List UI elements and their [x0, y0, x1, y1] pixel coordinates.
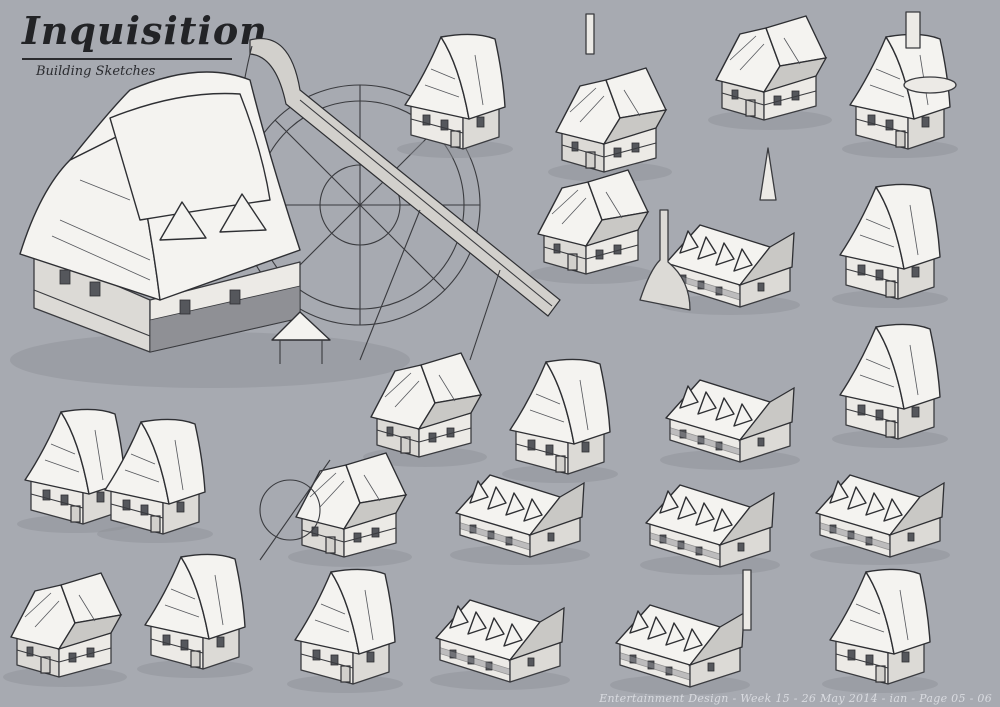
building-sketch-top-3: [707, 15, 833, 131]
building-sketch-row3-2: [501, 358, 619, 484]
building-sketch-row4-4: [809, 474, 951, 566]
building-sketch-top-2: [547, 13, 673, 183]
building-sketch-row4-3: [639, 484, 781, 576]
building-sketch-row4-2: [449, 474, 591, 566]
watermill-sketch: [10, 38, 561, 388]
smithy-sketch: [639, 147, 801, 316]
building-sketch-top-1: [396, 33, 514, 159]
building-sketch-row4-mill: [259, 452, 413, 568]
building-sketch-bottom-5: [609, 569, 752, 696]
building-sketch-row3-4: [831, 323, 949, 449]
building-sketch-row3-3: [659, 379, 801, 471]
sheet-subtitle: Building Sketches: [36, 64, 156, 79]
building-sketch-bottom-1: [2, 572, 128, 688]
building-sketch-mid-right: [831, 183, 949, 309]
building-sketch-small-cottage: [529, 169, 655, 285]
sheet-title: Inquisition: [22, 8, 268, 53]
building-sketch-top-4: [841, 11, 959, 159]
building-sketch-left-large: [16, 408, 214, 544]
title-underline: [22, 58, 232, 60]
building-sketch-bottom-4: [429, 599, 571, 691]
building-sketch-bottom-6: [821, 568, 939, 694]
footer-credit: Entertainment Design - Week 15 - 26 May …: [599, 692, 992, 705]
building-sketch-bottom-3: [286, 568, 404, 694]
building-sketch-bottom-2: [136, 553, 254, 679]
